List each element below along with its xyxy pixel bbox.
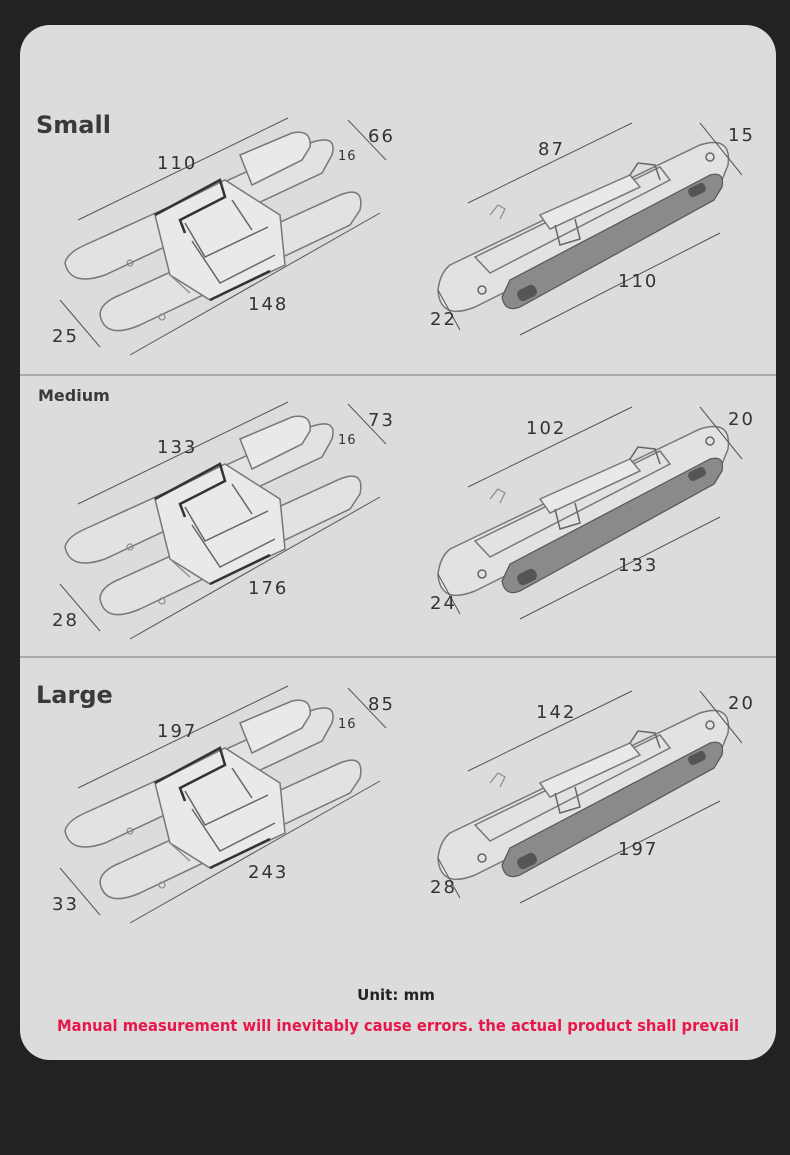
dim-top-length: 133 [157, 437, 197, 458]
dim-thickness: 16 [338, 433, 357, 448]
section-small: Small 110 148 66 16 25 87 110 15 22 [36, 111, 755, 356]
dim-bottom-length: 133 [618, 555, 658, 576]
dim-width: 22 [430, 309, 457, 330]
dim-bottom-length: 197 [618, 839, 658, 860]
hinge-closed-drawing [437, 141, 730, 313]
dim-top-length: 110 [157, 153, 197, 174]
dim-bottom-length: 243 [248, 862, 288, 883]
unit-label: Unit: mm [357, 986, 435, 1004]
dim-thickness: 16 [338, 717, 357, 732]
section-title: Small [36, 111, 111, 139]
dim-top-length: 102 [526, 418, 566, 439]
dim-height: 20 [728, 693, 755, 714]
hinge-closed-drawing [437, 709, 730, 881]
dim-height: 66 [368, 126, 395, 147]
dim-top-length: 142 [536, 702, 576, 723]
measurement-warning: Manual measurement will inevitably cause… [57, 1016, 739, 1035]
diagram-card: Small 110 148 66 16 25 87 110 15 22 [20, 25, 776, 1060]
dim-width: 24 [430, 593, 457, 614]
hinge-diagram: Small 110 148 66 16 25 87 110 15 22 [20, 111, 776, 1035]
dim-height: 15 [728, 125, 755, 146]
dim-bottom-length: 176 [248, 578, 288, 599]
section-medium: Medium 133 176 73 16 28 102 133 20 24 [38, 386, 755, 640]
dim-top-length: 87 [538, 139, 565, 160]
section-large: Large 197 243 85 16 33 142 197 20 28 [36, 681, 755, 924]
dim-bottom-length: 110 [618, 271, 658, 292]
dim-bottom-length: 148 [248, 294, 288, 315]
dim-top-length: 197 [157, 721, 197, 742]
dim-thickness: 16 [338, 149, 357, 164]
section-title: Medium [38, 386, 110, 405]
dim-width: 33 [52, 894, 79, 915]
hinge-closed-drawing [437, 425, 730, 597]
hinge-open-drawing [63, 699, 363, 900]
dim-height: 85 [368, 694, 395, 715]
dim-height: 20 [728, 409, 755, 430]
section-title: Large [36, 681, 113, 709]
hinge-open-drawing [63, 415, 363, 616]
dim-width: 28 [430, 877, 457, 898]
dim-width: 25 [52, 326, 79, 347]
dim-width: 28 [52, 610, 79, 631]
dim-height: 73 [368, 410, 395, 431]
hinge-open-drawing [63, 131, 363, 332]
